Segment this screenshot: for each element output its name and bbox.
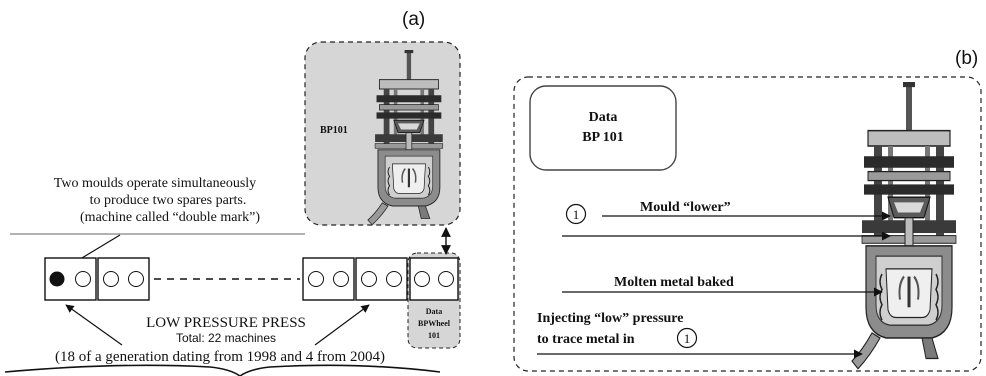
panel-b: (b) Data BP 101 Mould “lower” 1 Molten m… <box>513 48 982 372</box>
mould-empty <box>414 271 430 287</box>
press-title: LOW PRESSURE PRESS <box>146 315 306 331</box>
machine-box-label: BP101 <box>320 125 348 136</box>
annotation-line-3: (machine called “double mark”) <box>80 210 260 225</box>
marker-number-1: 1 <box>573 207 580 222</box>
marker-number-2: 1 <box>684 331 691 346</box>
bottom-brace <box>4 364 441 376</box>
casting-machine-illustration-b <box>850 80 958 371</box>
data-box-line-2: BP 101 <box>582 130 624 145</box>
label-injecting-line-2: to trace metal in <box>537 332 635 347</box>
arrow-to-later-machine <box>314 304 370 346</box>
panel-a-label: (a) <box>402 9 425 30</box>
label-injecting-line-1: Injecting “low” pressure <box>537 311 683 326</box>
mould-empty <box>103 271 119 287</box>
mould-filled <box>49 271 65 287</box>
mould-empty <box>438 271 454 287</box>
mould-empty <box>361 271 377 287</box>
data-box-line-1: Data <box>589 110 618 125</box>
mould-empty <box>75 271 91 287</box>
press-generations: (18 of a generation dating from 1998 and… <box>55 349 385 365</box>
mould-empty <box>333 271 349 287</box>
mould-empty <box>308 271 324 287</box>
annotation-line-1: Two moulds operate simultaneously <box>54 176 256 191</box>
marker-circle-2 <box>676 327 698 349</box>
data-tag-line-2: BPWheel <box>418 319 451 328</box>
data-tag-line-3: 101 <box>428 331 440 340</box>
data-box-bp101 <box>529 85 677 171</box>
mould-empty <box>128 271 144 287</box>
panel-a: (a) BP101 Two moulds operate simultaneou… <box>4 9 461 376</box>
arrow-to-first-machine <box>65 304 123 346</box>
annotation-line-2: to produce two spares parts. <box>90 193 247 208</box>
mould-empty <box>386 271 402 287</box>
press-machine-row <box>44 252 461 349</box>
panel-b-label: (b) <box>955 48 978 69</box>
label-molten-metal: Molten metal baked <box>614 275 734 290</box>
label-mould-lower: Mould “lower” <box>640 200 731 215</box>
panel-b-frame <box>513 76 982 372</box>
press-total: Total: 22 machines <box>176 331 276 345</box>
data-tag-line-1: Data <box>426 307 442 316</box>
marker-circle-1 <box>565 203 587 225</box>
